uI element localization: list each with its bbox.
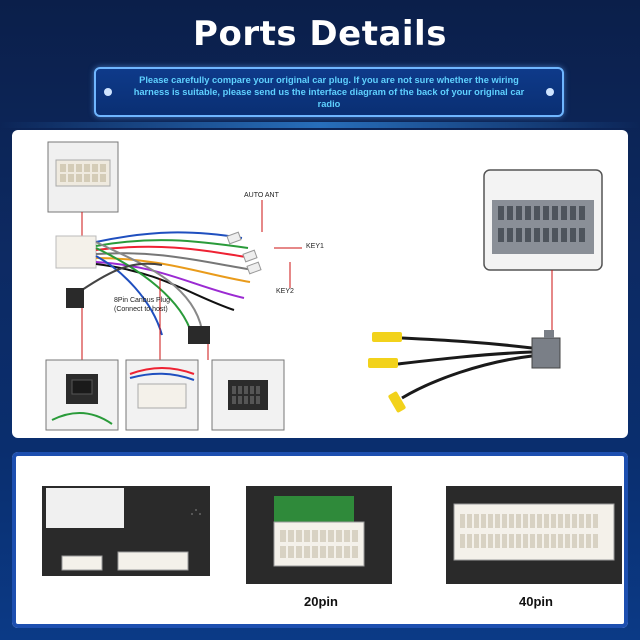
divider-glow bbox=[0, 122, 640, 128]
key1-label: KEY1 bbox=[306, 243, 324, 250]
harness-illustration bbox=[45, 141, 603, 431]
notice-banner: Please carefully compare your original c… bbox=[94, 67, 564, 117]
harness-panel: AUTO ANT KEY1 KEY2 8Pin Canbus Plug (Con… bbox=[12, 130, 628, 438]
connectors-panel: 20pin 40pin bbox=[12, 452, 628, 628]
key2-label: KEY2 bbox=[276, 288, 294, 295]
notice-text: Please carefully compare your original c… bbox=[133, 75, 525, 109]
auto-ant-label: AUTO ANT bbox=[244, 192, 279, 199]
caption-40pin: 40pin bbox=[519, 594, 553, 609]
connectors-illustration bbox=[42, 486, 622, 584]
notice-dot-icon bbox=[104, 88, 112, 96]
notice-dot-icon bbox=[546, 88, 554, 96]
caption-20pin: 20pin bbox=[304, 594, 338, 609]
canbus-label: 8Pin Canbus Plug (Connect to host) bbox=[114, 297, 171, 313]
page-title: Ports Details bbox=[193, 14, 447, 54]
